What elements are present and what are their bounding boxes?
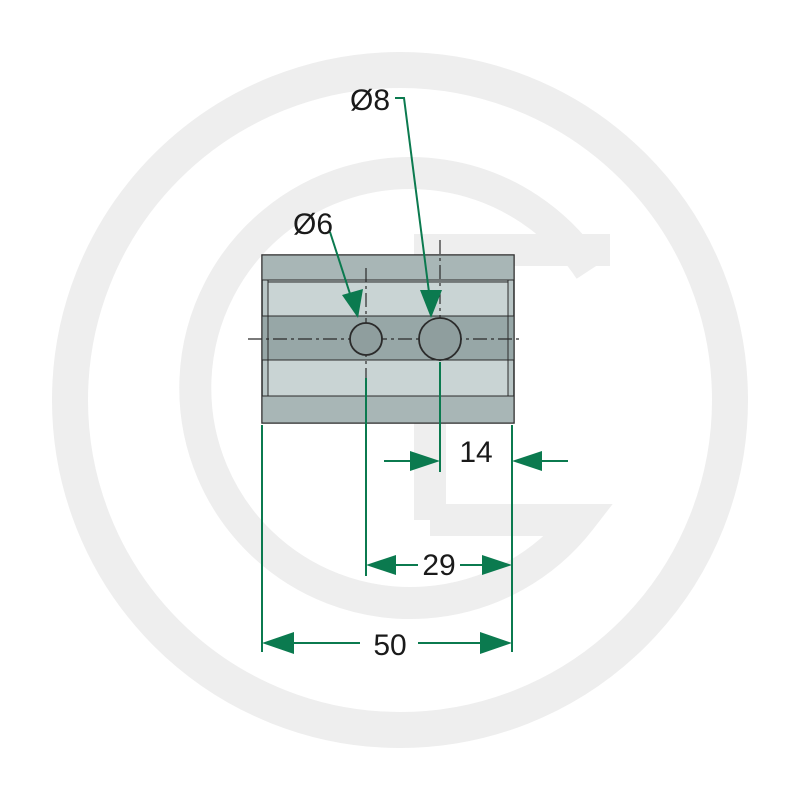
- leader-large-arrowhead: [420, 290, 442, 318]
- hole-small-label: Ø6: [293, 208, 333, 241]
- dim-50-label: 50: [373, 629, 406, 662]
- dim-29-right-arrow: [482, 555, 512, 575]
- part-upper-face: [267, 281, 509, 317]
- dim-14-label: 14: [459, 436, 492, 469]
- leaders: [329, 97, 431, 301]
- dimension-14: 14: [384, 436, 568, 471]
- dim-14-right-arrow: [512, 451, 542, 471]
- dim-29-label: 29: [422, 549, 455, 582]
- dim-50-left-arrow: [262, 632, 294, 654]
- leader-large: [395, 97, 431, 301]
- part-middle-band: [261, 315, 515, 361]
- part-lower-face: [267, 359, 509, 397]
- part-bottom-band: [261, 395, 515, 424]
- dim-14-left-arrow: [410, 451, 440, 471]
- leader-small: [329, 231, 353, 301]
- leader-small-arrowhead: [342, 289, 363, 318]
- watermark-g-stem: [414, 234, 610, 520]
- dimension-50: 50: [262, 629, 512, 662]
- dim-50-right-arrow: [480, 632, 512, 654]
- part-body: [261, 254, 515, 424]
- extension-lines: [261, 362, 513, 652]
- part-top-band: [261, 254, 515, 281]
- dimension-29: 29: [366, 549, 512, 582]
- watermark-logo: [52, 52, 748, 748]
- hole-small: [349, 322, 383, 356]
- watermark-outer-ring: [52, 52, 748, 748]
- hole-large-label: Ø8: [350, 84, 390, 117]
- watermark-g-shape: [179, 157, 613, 620]
- hole-large: [418, 317, 462, 361]
- dim-29-left-arrow: [366, 555, 396, 575]
